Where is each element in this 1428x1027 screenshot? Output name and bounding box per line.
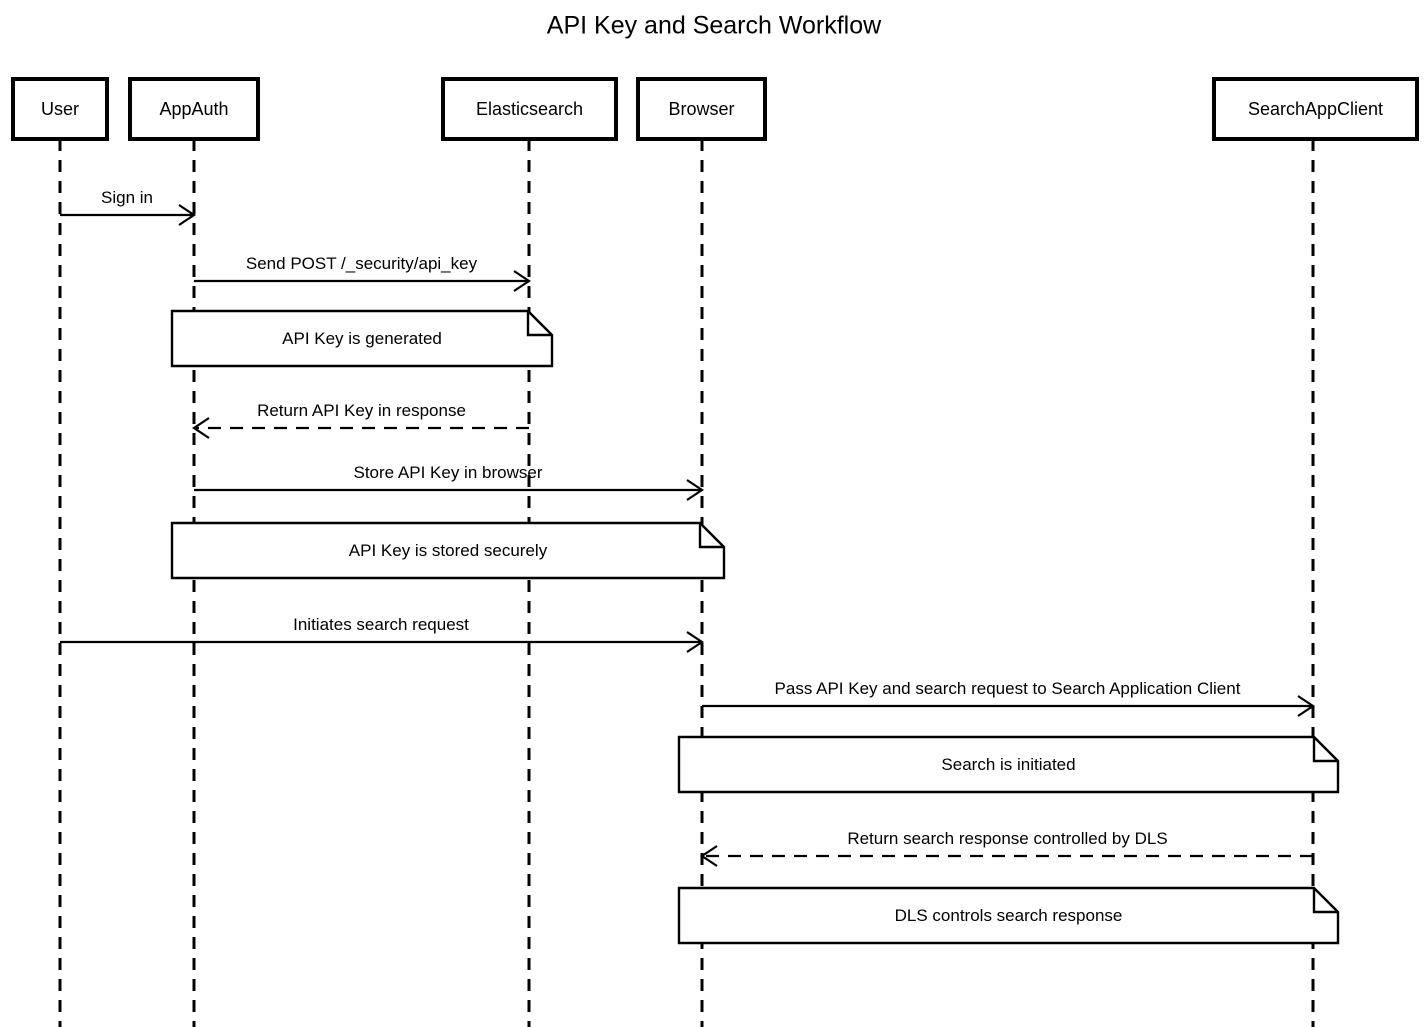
- note-body-n2: [170, 521, 726, 580]
- message-m1: Sign in: [60, 188, 196, 226]
- note-n1: API Key is generated: [170, 309, 554, 368]
- participant-box-browser: [636, 77, 767, 141]
- note-label-n3: Search is initiated: [941, 755, 1075, 774]
- message-m5: Initiates search request: [60, 615, 704, 653]
- participant-user[interactable]: User: [11, 77, 109, 141]
- message-m3: Return API Key in response: [192, 401, 529, 439]
- participant-appauth[interactable]: AppAuth: [128, 77, 260, 141]
- messages-group: Sign in Send POST /_security/api_keyRetur…: [60, 188, 1315, 867]
- note-body-n1: [170, 309, 554, 368]
- lifelines-group: [58, 139, 1315, 1027]
- note-body-n4: [677, 886, 1340, 945]
- participant-box-elasticsearch: [441, 77, 618, 141]
- message-label-m1: Sign in: [101, 188, 153, 207]
- participant-label-browser: Browser: [668, 99, 734, 119]
- diagram-title: API Key and Search Workflow: [547, 12, 882, 40]
- arrow-head-icon-m6: [1297, 695, 1315, 717]
- message-label-m4: Store API Key in browser: [354, 463, 543, 482]
- arrow-head-icon-m3: [192, 417, 210, 439]
- participant-elasticsearch[interactable]: Elasticsearch: [441, 77, 618, 141]
- participant-label-user: User: [41, 99, 79, 119]
- arrow-head-icon-m4: [686, 479, 704, 501]
- note-n3: Search is initiated: [677, 735, 1340, 794]
- participant-browser[interactable]: Browser: [636, 77, 767, 141]
- note-body-n3: [677, 735, 1340, 794]
- arrow-head-icon-m2: [513, 270, 531, 292]
- message-m2: Send POST /_security/api_key: [194, 254, 531, 292]
- participant-searchappclient[interactable]: SearchAppClient: [1212, 77, 1419, 141]
- note-label-n2: API Key is stored securely: [349, 541, 548, 560]
- note-n2: API Key is stored securely: [170, 521, 726, 580]
- arrow-head-icon-m7: [700, 845, 718, 867]
- participant-box-searchappclient: [1212, 77, 1419, 141]
- note-label-n4: DLS controls search response: [895, 906, 1123, 925]
- arrow-head-icon-m5: [686, 631, 704, 653]
- message-m4: Store API Key in browser: [194, 463, 704, 501]
- note-label-n1: API Key is generated: [282, 329, 442, 348]
- participant-box-user: [11, 77, 109, 141]
- note-fold-corner-n3: [1312, 737, 1338, 763]
- participants-group: User AppAuth Elasticsearch Browser SearchApp…: [11, 77, 1419, 141]
- participant-box-appauth: [128, 77, 260, 141]
- note-fold-corner-n1: [526, 311, 552, 337]
- message-m7: Return search response controlled by DLS: [700, 829, 1313, 867]
- message-label-m3: Return API Key in response: [257, 401, 466, 420]
- message-label-m6: Pass API Key and search request to Searc…: [775, 679, 1241, 698]
- note-fold-corner-n4: [1312, 888, 1338, 914]
- note-fold-corner-n2: [698, 523, 724, 549]
- note-n4: DLS controls search response: [677, 886, 1340, 945]
- message-label-m5: Initiates search request: [293, 615, 469, 634]
- participant-label-appauth: AppAuth: [159, 99, 228, 119]
- participant-label-searchappclient: SearchAppClient: [1248, 99, 1383, 119]
- message-label-m2: Send POST /_security/api_key: [246, 254, 478, 273]
- participant-label-elasticsearch: Elasticsearch: [476, 99, 583, 119]
- message-m6: Pass API Key and search request to Searc…: [702, 679, 1315, 717]
- arrow-head-icon-m1: [178, 204, 196, 226]
- message-label-m7: Return search response controlled by DLS: [847, 829, 1167, 848]
